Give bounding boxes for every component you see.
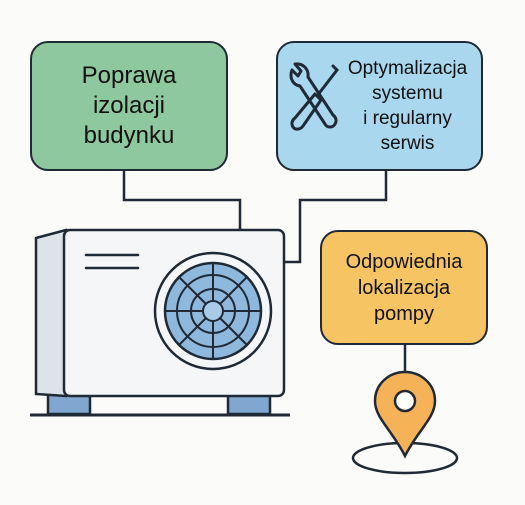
- box-insulation-label: Poprawa izolacji budynku: [81, 62, 177, 149]
- connector-insulation: [122, 170, 242, 232]
- heat-pump-unit: [30, 228, 290, 417]
- wrench-screwdriver-icon: [289, 62, 339, 131]
- connector-optimization: [284, 170, 388, 264]
- map-pin-icon: [351, 370, 459, 475]
- unit-side-panel: [34, 228, 68, 398]
- box-optimization-label: Optymalizacja systemu i regularny serwis: [347, 58, 468, 154]
- box-location: Odpowiednia lokalizacja pompy: [320, 230, 488, 345]
- box-optimization: Optymalizacja systemu i regularny serwis: [276, 41, 483, 171]
- box-location-label: Odpowiednia lokalizacja pompy: [345, 250, 463, 325]
- box-insulation: Poprawa izolacji budynku: [30, 41, 228, 171]
- fan-icon: [153, 251, 273, 371]
